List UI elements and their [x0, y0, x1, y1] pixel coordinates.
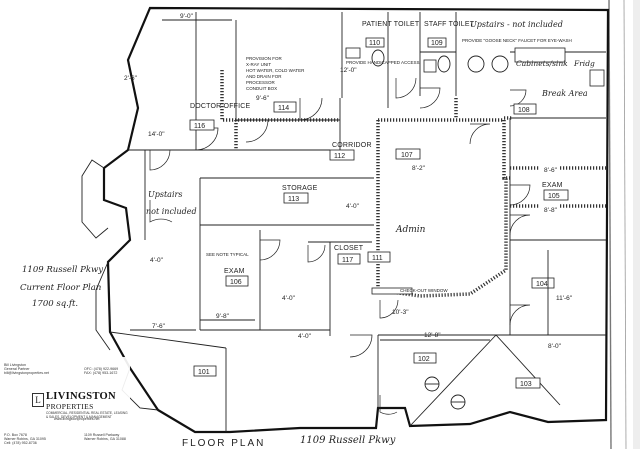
note-provision-5: PROCESSOR: [246, 80, 276, 85]
handwritten-cabinets-sink: Cabinets/sink: [516, 59, 568, 68]
room-number-109: 109: [431, 40, 443, 47]
room-label-storage: STORAGE: [282, 185, 318, 192]
room-label-exam-106: EXAM: [224, 268, 245, 275]
room-label-exam-105: EXAM: [542, 182, 563, 189]
floor-plan-title: FLOOR PLAN: [182, 438, 265, 449]
brand-tagline: PROPERTIES: [46, 402, 94, 411]
dimension-11: 9'-8": [216, 313, 230, 320]
handwritten-upstairs-left-2: not included: [146, 207, 197, 216]
dimension-3: 14'-0": [148, 131, 165, 138]
handwritten-admin: Admin: [395, 225, 426, 235]
note-see-note: SEE NOTE TYPICAL: [206, 252, 249, 257]
note-handicapped: PROVIDE HANDICAPPED ACCESS: [346, 60, 420, 65]
room-number-111: 111: [372, 255, 383, 262]
dimension-18: 12'-0": [340, 67, 357, 74]
dimension-lines: [130, 19, 549, 341]
room-label-patient-toilet: PATIENT TOILET: [362, 21, 420, 28]
dimension-13: 10'-3": [392, 309, 409, 316]
brand-website: www.livingstonproperties.net: [54, 417, 100, 421]
note-provision-6: CONDUIT BOX: [246, 86, 277, 91]
dimension-1: 9'-0": [180, 13, 194, 20]
handwritten-current-floor-plan: Current Floor Plan: [20, 283, 101, 293]
room-number-104: 104: [536, 281, 548, 288]
handwritten-address: 1109 Russell Pkwy: [22, 265, 103, 275]
logo-icon: L: [32, 393, 44, 407]
room-number-101: 101: [198, 369, 210, 376]
room-number-107: 107: [401, 152, 413, 159]
room-tags: [189, 37, 569, 389]
handwritten-square-footage: 1700 sq.ft.: [32, 299, 78, 309]
brand-name: LIVINGSTON: [46, 391, 116, 402]
dimension-7: 8'-6": [544, 167, 558, 174]
agent-email: bill@livingstonproperties.net: [4, 371, 49, 375]
note-provision-1: PROVISION FOR: [246, 56, 283, 61]
brand-services: COMMERCIAL, RESIDENTIAL REAL ESTATE, LEA…: [46, 411, 128, 419]
agent-name: Bill Livingston: [4, 363, 26, 367]
room-number-110: 110: [369, 40, 380, 47]
room-number-108: 108: [518, 107, 530, 114]
dimension-8: 8'-8": [544, 207, 558, 214]
room-label-doctor-office: DOCTOR OFFICE: [190, 103, 251, 110]
dimension-17: 4'-0": [282, 295, 296, 302]
office-phone: OFC: (478) 922-9669: [84, 367, 119, 371]
dimension-14: 11'-6": [556, 295, 573, 302]
po-box: P.O. Box 7678: [4, 433, 27, 437]
room-number-105: 105: [548, 193, 560, 200]
note-provision-4: AND DRAIN FOR: [246, 74, 282, 79]
fax-phone: FAX: (478) 953-1672: [84, 371, 118, 375]
room-label-closet: CLOSET: [334, 245, 364, 252]
po-city: Warner Robins, GA 31095: [4, 437, 46, 441]
brokerage-info-card: Bill Livingston General Partner bill@liv…: [0, 357, 130, 449]
handwritten-upstairs-right: Upstairs - not included: [470, 20, 563, 29]
room-number-113: 113: [288, 196, 299, 203]
cell-phone: Cell: (478) 952-8736: [4, 441, 37, 445]
street-city: Warner Robins, GA 31088: [84, 437, 126, 441]
dimension-10: 7'-6": [152, 323, 166, 330]
note-provision-3: HOT WATER, COLD WATER: [246, 68, 305, 73]
dimension-4: 9'-6": [256, 95, 270, 102]
room-number-112: 112: [334, 153, 345, 160]
handwritten-upstairs-left-1: Upstairs: [148, 190, 182, 199]
handwritten-fridg: Fridg: [573, 59, 595, 68]
dimension-9: 4'-0": [150, 257, 164, 264]
room-number-102: 102: [418, 356, 430, 363]
handwritten-bottom-address: 1109 Russell Pkwy: [300, 435, 396, 446]
plumbing-fixtures: [345, 47, 605, 410]
room-number-117: 117: [342, 257, 353, 264]
note-goose-neck: PROVIDE "GOOSE NECK" FAUCET FOR EYE-WASH: [462, 38, 572, 43]
handwritten-break-area: Break Area: [541, 89, 588, 98]
admin-walls: [378, 118, 512, 180]
agent-title: General Partner: [4, 367, 30, 371]
dimension-12: 12'-8": [424, 332, 441, 339]
room-label-corridor: CORRIDOR: [332, 142, 372, 149]
door-swings: [149, 77, 531, 415]
dimension-6: 8'-2": [412, 165, 426, 172]
room-number-114: 114: [278, 105, 289, 112]
dimension-16: 4'-0": [298, 333, 312, 340]
room-number-103: 103: [520, 381, 532, 388]
room-label-staff-toilet: STAFF TOILET: [424, 21, 475, 28]
note-provision-2: X-RAY UNIT: [246, 62, 271, 67]
dimension-5: 4'-0": [346, 203, 360, 210]
note-checkout-window: CHECK-OUT WINDOW: [400, 288, 448, 293]
room-number-106: 106: [230, 279, 242, 286]
room-number-116: 116: [194, 123, 205, 130]
street-address: 1109 Russell Parkway: [84, 433, 120, 437]
dimension-15: 8'-0": [548, 343, 562, 350]
dimension-2: 2'-6": [124, 75, 138, 82]
